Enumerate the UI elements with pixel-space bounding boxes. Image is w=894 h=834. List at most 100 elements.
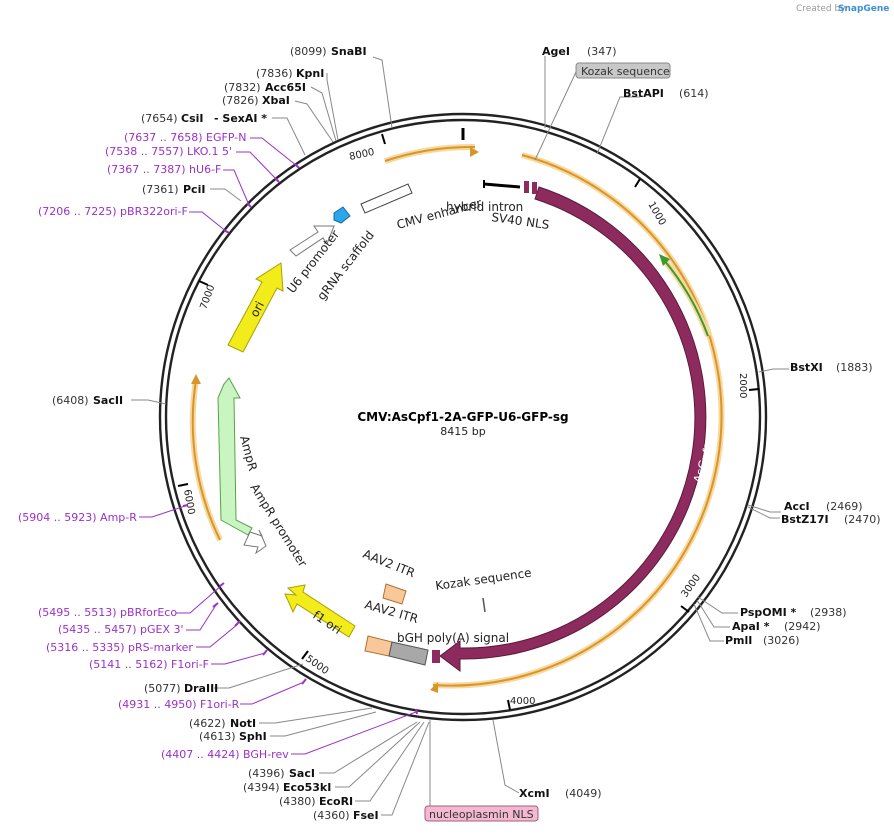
primer-label-pgex[interactable]: (5435 .. 5457) pGEX 3'	[58, 623, 184, 636]
leader-ecori	[355, 721, 425, 802]
site-pos-bstxi: (1883)	[836, 361, 873, 374]
primer-label-hu6[interactable]: (7367 .. 7387) hU6-F	[107, 163, 221, 176]
site-name-agei[interactable]: AgeI	[542, 45, 570, 58]
site-name-apai[interactable]: ApaI *	[732, 620, 770, 633]
ascpf1-feature[interactable]	[439, 186, 707, 672]
leader-acci	[747, 504, 781, 513]
primer-leader-egfp-n	[250, 137, 298, 167]
ori-feature[interactable]	[227, 262, 284, 353]
site-pos-acc65i: (7832)	[224, 81, 261, 94]
site-pos-sacii: (6408)	[52, 394, 89, 407]
grna-scaffold-feature[interactable]	[333, 206, 351, 224]
leader-noti	[259, 707, 373, 724]
leader-saci	[319, 721, 418, 774]
primer-label-pbr322[interactable]: (7206 .. 7225) pBR322ori-F	[38, 205, 188, 218]
primer-label-f1orir[interactable]: (4931 .. 4950) F1ori-R	[118, 698, 240, 711]
site-pos-bstapi: (614)	[679, 87, 709, 100]
site-name-pspomi[interactable]: PspOMI *	[740, 606, 797, 619]
site-name-xcmi[interactable]: XcmI	[519, 787, 550, 800]
kozak-marker	[532, 182, 537, 194]
primer-label-bgh[interactable]: (4407 .. 4424) BGH-rev	[161, 748, 289, 761]
tick-mark-3000	[680, 605, 690, 613]
snapgene-logo: SnapGene	[838, 4, 889, 14]
site-name-csii[interactable]: CsiI	[181, 112, 203, 125]
site-name-xbai[interactable]: XbaI	[262, 94, 290, 107]
site-name-ecori[interactable]: EcoRI	[319, 795, 353, 808]
site-pos-draiii: (5077)	[144, 682, 181, 695]
aav2-itr-lower-feature[interactable]	[364, 635, 393, 657]
primer-leader-pbrforeco	[176, 584, 223, 614]
tick-mark-7000	[198, 280, 209, 286]
hybrid-intron-label: hybrid intron	[446, 200, 523, 214]
egfp-arrowhead	[659, 254, 670, 266]
u6-promoter-feature[interactable]	[289, 225, 335, 257]
leader-pcii	[210, 188, 242, 202]
orf-right-arrowhead	[430, 682, 438, 693]
site-name-fsei[interactable]: FseI	[353, 809, 379, 822]
site-name-acc65i[interactable]: Acc65I	[265, 81, 306, 94]
ampr-feature[interactable]	[217, 377, 253, 536]
site-name-saci[interactable]: SacI	[289, 767, 315, 780]
site-pos-fsei: (4360)	[313, 809, 350, 822]
site-pos-eco53ki: (4394)	[243, 781, 280, 794]
tick-1000: 1000	[645, 200, 667, 228]
site-name-sphi[interactable]: SphI	[239, 730, 267, 743]
kozak-box[interactable]	[575, 62, 671, 79]
leader-sphi	[270, 711, 377, 737]
tick-mark-6000	[177, 483, 189, 487]
site-pos-xbai: (7826)	[222, 94, 259, 107]
tick-mark-1000	[634, 178, 641, 188]
leader-pspomi	[697, 596, 738, 614]
tick-mark-2000	[748, 388, 760, 391]
nucleoplasmin-box[interactable]	[424, 805, 539, 822]
leader-kpni	[326, 73, 339, 141]
site-name-pcii[interactable]: PciI	[183, 183, 205, 196]
nucleoplasmin-nls-marker[interactable]	[432, 650, 440, 663]
hybrid-intron-bar[interactable]	[483, 182, 521, 189]
primer-label-ampr[interactable]: (5904 .. 5923) Amp-R	[18, 511, 137, 524]
site-name-sacii[interactable]: SacII	[93, 394, 123, 407]
ampr-promoter-feature[interactable]	[243, 529, 267, 555]
tick-4000: 4000	[510, 696, 535, 707]
aav2-itr-lower-label: AAV2 ITR	[363, 597, 420, 626]
primer-label-lko[interactable]: (7538 .. 7557) LKO.1 5'	[105, 145, 232, 158]
site-name-kpni[interactable]: KpnI	[296, 67, 324, 80]
orf-left-arrowhead	[191, 374, 201, 384]
site-pos-xcmi: (4049)	[565, 787, 602, 800]
site-pos-csii: (7654)	[141, 112, 178, 125]
site-name-bstxi[interactable]: BstXI	[790, 361, 823, 374]
site-name-pmli[interactable]: PmlI	[725, 634, 752, 647]
site-name-draiii[interactable]: DraIII	[184, 682, 218, 695]
leader-sexai	[272, 117, 306, 156]
primer-mark-f1orir	[301, 678, 307, 685]
primer-label-pbrforeco[interactable]: (5495 .. 5513) pBRforEco	[38, 606, 177, 619]
primer-label-f1orif[interactable]: (5141 .. 5162) F1ori-F	[89, 658, 209, 671]
backbone-outer	[158, 112, 768, 722]
plasmid-title: CMV:AsCpf1-2A-GFP-U6-GFP-sg	[357, 410, 568, 424]
bgh-polya-feature[interactable]	[388, 641, 429, 666]
site-name-bstz17i[interactable]: BstZ17I	[781, 513, 829, 526]
primer-label-egfp-n[interactable]: (7637 .. 7658) EGFP-N	[124, 131, 246, 144]
primer-leader-ampr	[139, 505, 186, 518]
orf-right	[432, 154, 723, 687]
site-pos-noti: (4622)	[189, 717, 226, 730]
primer-leader-pbr322	[189, 211, 228, 233]
cmv-enhancer-feature[interactable]	[360, 183, 413, 214]
leader-sacii	[131, 399, 167, 405]
site-name-bstapi[interactable]: BstAPI	[623, 87, 664, 100]
primer-label-prs[interactable]: (5316 .. 5335) pRS-marker	[46, 641, 193, 654]
site-name-snabi[interactable]: SnaBI	[331, 45, 367, 58]
site-name-sexai[interactable]: - SexAI *	[214, 112, 267, 125]
site-name-acci[interactable]: AccI	[784, 500, 810, 513]
primer-leader-f1orir	[240, 681, 305, 705]
sv40-nls-marker[interactable]	[524, 181, 529, 193]
site-name-noti[interactable]: NotI	[230, 717, 256, 730]
primer-leader-hu6	[223, 169, 250, 206]
aav2-itr-upper-feature[interactable]	[382, 583, 407, 605]
site-name-eco53ki[interactable]: Eco53kI	[283, 781, 331, 794]
primer-mark-ampr	[182, 504, 189, 507]
primer-leader-prs	[196, 623, 239, 648]
f1ori-feature[interactable]	[284, 584, 356, 638]
primer-leader-pgex	[186, 604, 217, 631]
